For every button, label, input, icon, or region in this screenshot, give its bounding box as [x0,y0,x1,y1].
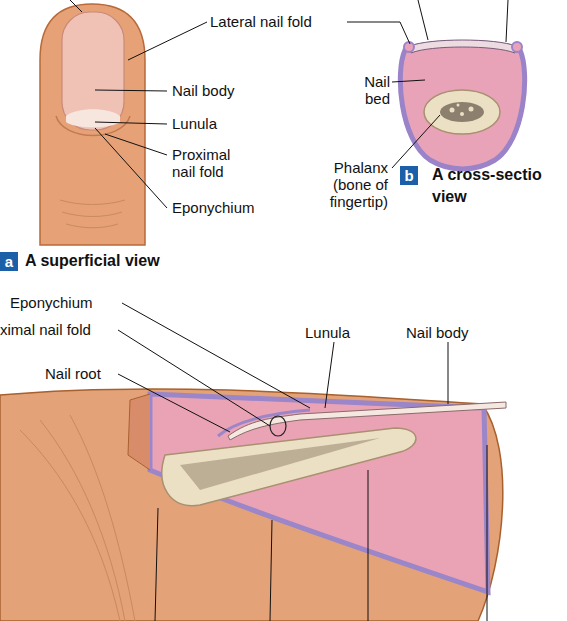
panel-letter: b [404,166,413,185]
lunula-area [66,109,120,127]
dermis-section [400,43,524,170]
proximal-fold-line [56,116,130,136]
lateral-fold [512,42,522,52]
part-label: Lunula [305,324,350,341]
nail-plate [62,12,124,130]
part-label: Proximal nail fold [172,146,252,180]
leader-line [368,470,369,621]
leader-line [105,134,167,155]
finger-skin [40,4,145,245]
leader-line [487,445,488,621]
part-label: Eponychium [172,199,255,216]
leader-line [95,122,167,124]
nail-section [228,402,506,440]
finger-cross-section [400,40,524,169]
panel-letter-box: bA cross-sectio view [400,166,418,185]
bone-pore [457,104,460,107]
leader-line [325,342,334,408]
leader-line [392,115,440,168]
part-label: Nail root [45,365,101,382]
bone-marrow [440,102,484,122]
leader-line [155,508,158,621]
leader-line [392,80,425,82]
skin-crease [20,415,135,621]
part-label: Nail body [406,324,469,341]
fold-marker [270,416,286,436]
dermis-section [150,394,488,592]
bone-marrow [180,438,380,490]
cut-side [128,394,150,470]
finger-superficial [40,4,145,245]
leader-line [118,374,230,432]
panel-caption: A superficial view [25,250,160,272]
phalanx-bone [424,90,500,134]
proximal-fold-edge [218,410,310,436]
phalanx-bone [162,428,416,506]
bone-texture [450,104,474,117]
leader-line [448,342,449,404]
part-label: ximal nail fold [0,321,91,338]
bone-pore [469,107,474,112]
leader-line [128,22,207,60]
leader-line [95,128,167,208]
finger-longitudinal [0,389,506,621]
nail-section [410,40,516,53]
leader-line [506,0,508,42]
leader-line [347,22,410,44]
panel-letter: a [5,252,13,271]
part-label: Nail body [172,82,235,99]
leader-lines [70,0,508,621]
leader-line [95,90,167,91]
leader-line [70,0,82,12]
part-label: Nail bed [350,73,390,107]
part-label: Lateral nail fold [210,13,312,30]
panel-caption: A cross-sectio view [432,164,562,208]
panel-letter-box: aA superficial view [0,252,18,271]
leader-line [118,330,270,426]
leader-line [418,0,428,40]
bone-pore [460,112,464,116]
lateral-fold [404,42,414,52]
leader-line [270,520,272,621]
part-label: Eponychium [10,294,93,311]
bone-pore [450,108,455,113]
part-label: Lunula [172,115,217,132]
skin-crease [60,200,125,228]
part-label: Phalanx (bone of fingertip) [300,159,388,210]
